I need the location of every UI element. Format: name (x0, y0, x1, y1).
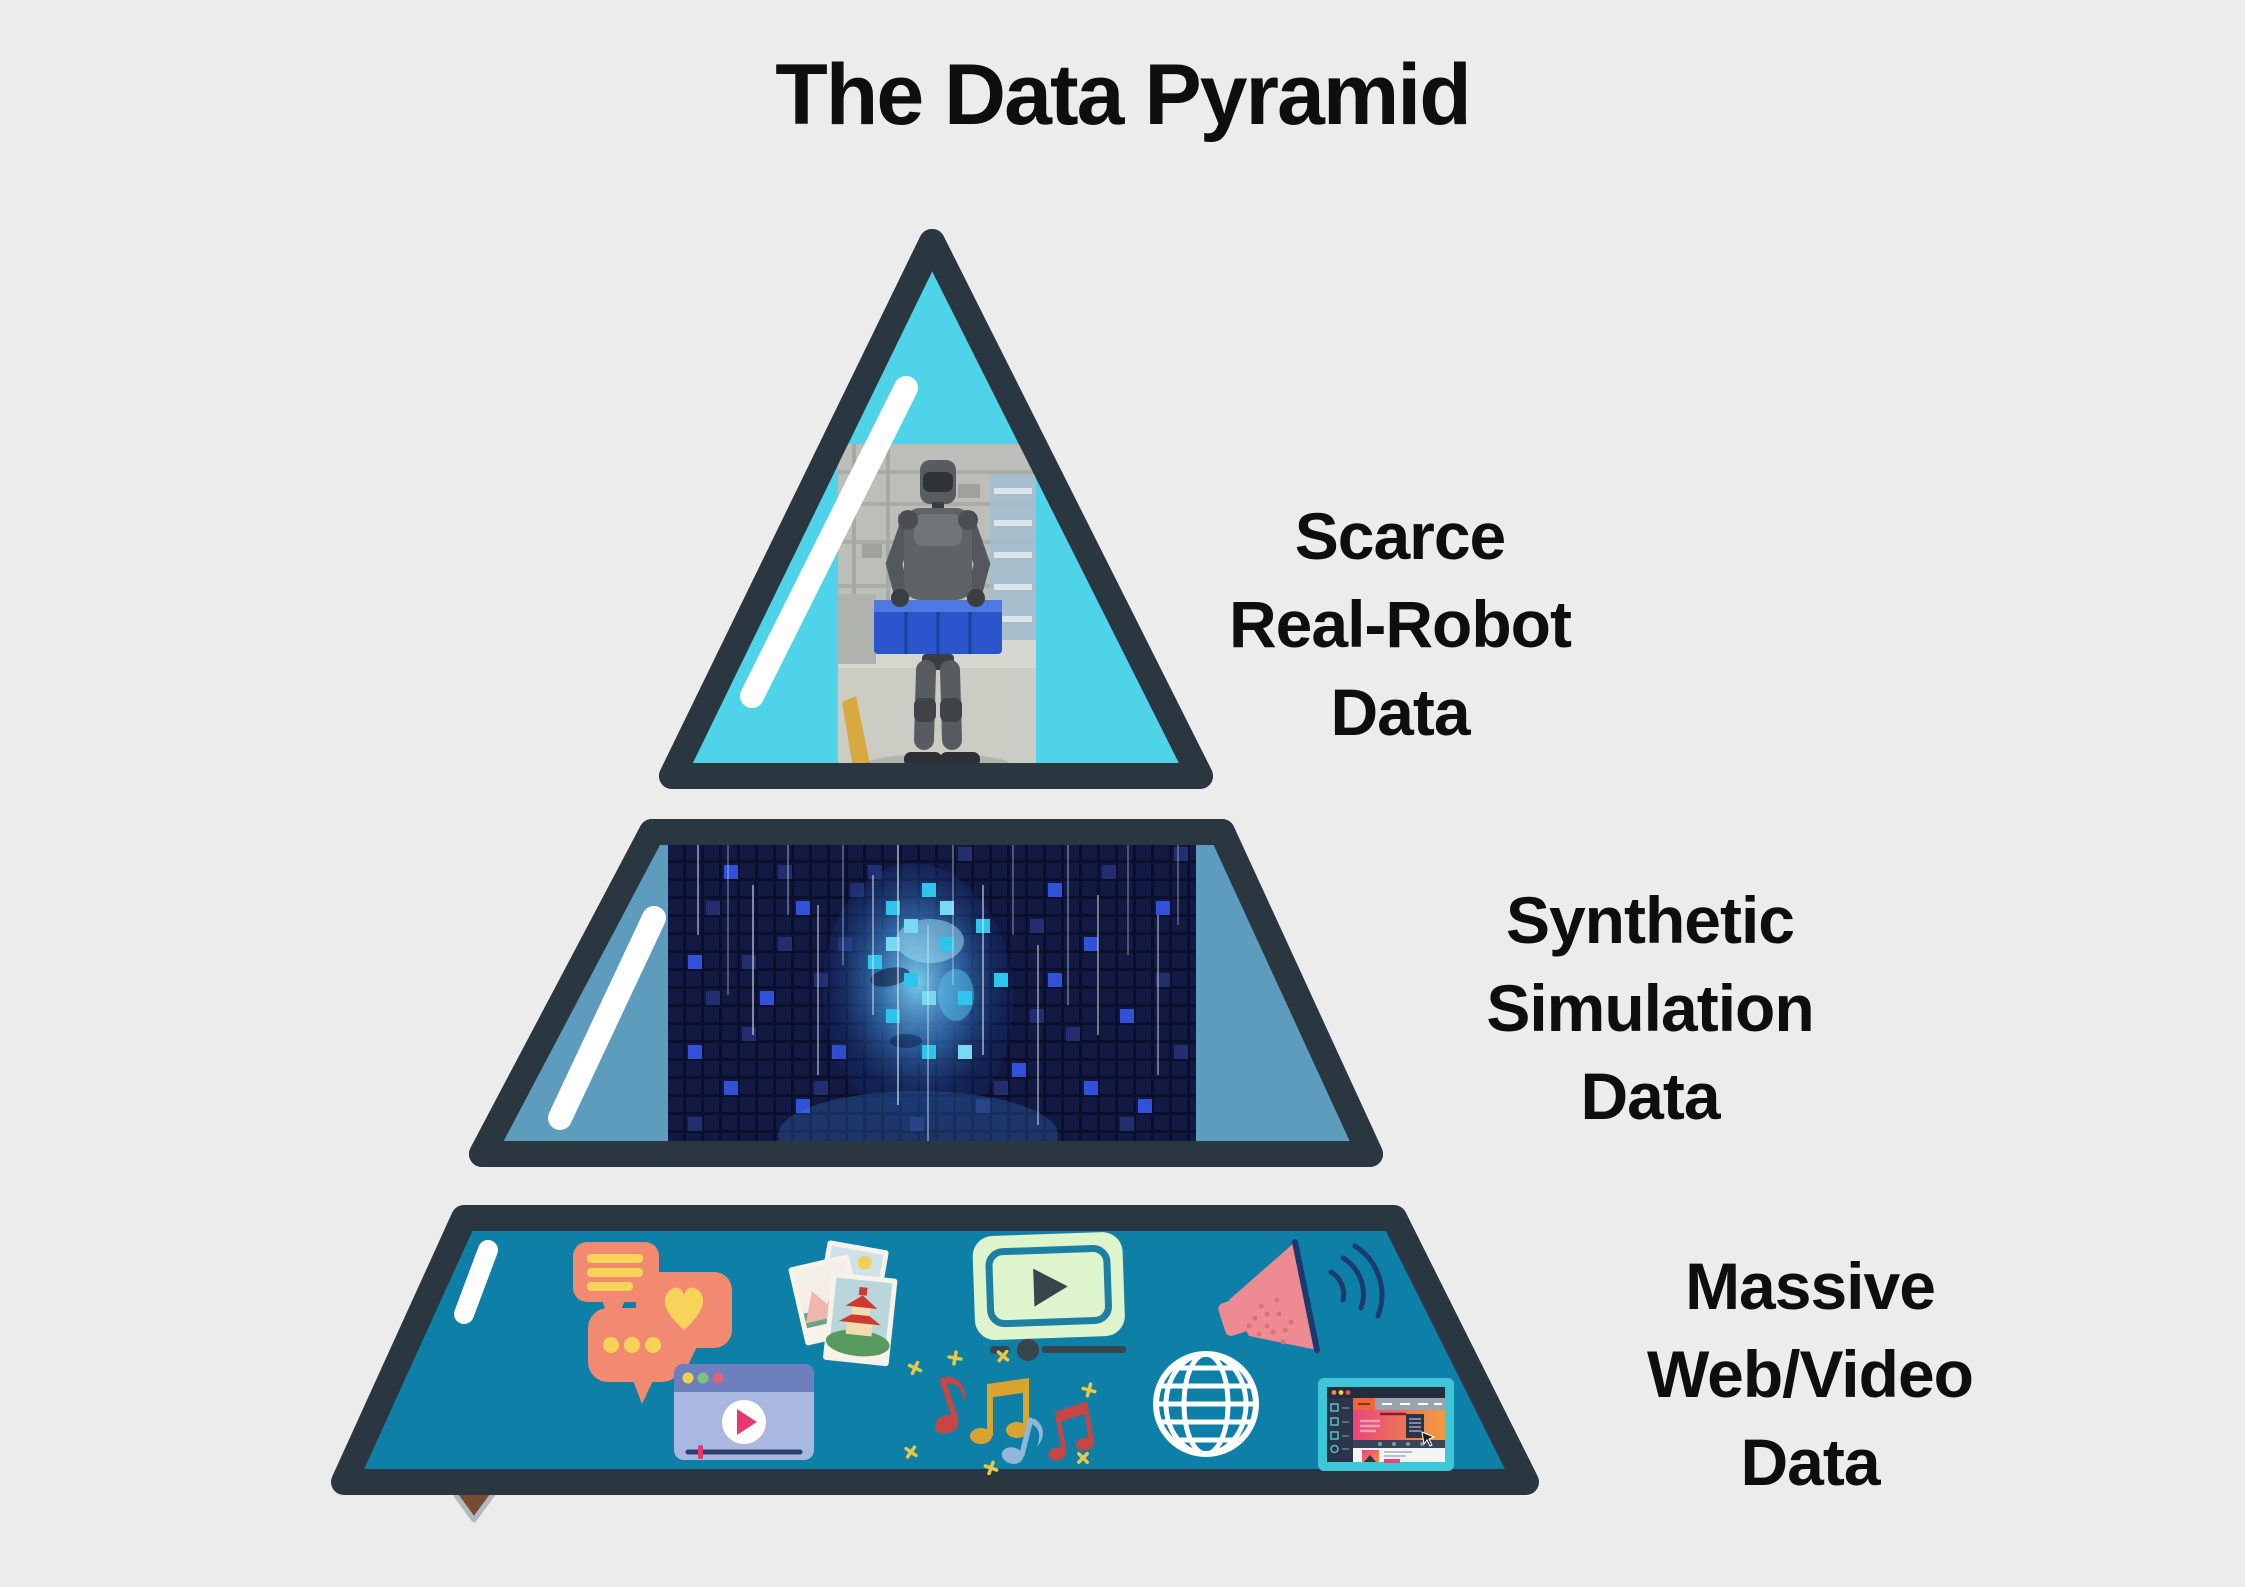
website-window-icon (1318, 1378, 1454, 1471)
music-notes-icon (903, 1350, 1098, 1475)
label-line: Massive (1685, 1249, 1936, 1323)
sound-waves (1328, 1243, 1385, 1319)
globe-icon (1153, 1351, 1259, 1457)
photo-stack-icon (788, 1240, 898, 1367)
label-line: Real-Robot (1229, 587, 1572, 661)
video-player-icon (972, 1232, 1126, 1361)
page-title: The Data Pyramid (775, 47, 1471, 143)
pencil-tip-artifact (449, 1487, 499, 1523)
label-synthetic-simulation-data: Synthetic Simulation Data (1380, 876, 1920, 1140)
label-scarce-real-robot-data: Scarce Real-Robot Data (1130, 492, 1670, 756)
label-line: Data (1330, 675, 1470, 749)
label-line: Simulation (1486, 971, 1814, 1045)
label-line: Data (1580, 1059, 1720, 1133)
label-line: Web/Video (1647, 1337, 1974, 1411)
label-line: Synthetic (1505, 883, 1795, 957)
tier-bottom-shine (454, 1240, 498, 1324)
label-line: Scarce (1294, 499, 1507, 573)
blue-crate (874, 600, 1002, 654)
simulation-image (668, 845, 1196, 1145)
label-massive-web-video-data: Massive Web/Video Data (1540, 1242, 2080, 1506)
tier-middle-shine (548, 906, 666, 1130)
label-line: Data (1740, 1425, 1880, 1499)
robot-photo (838, 444, 1036, 774)
browser-video-icon (674, 1364, 814, 1460)
